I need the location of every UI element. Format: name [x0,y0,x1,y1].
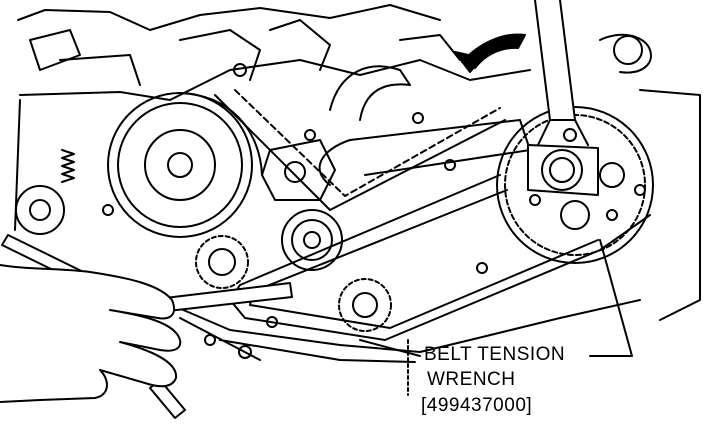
rotation-arrow-head [454,51,483,73]
callout-line-1: BELT TENSION [424,344,566,365]
timing-belt [214,89,651,341]
tensioner-spring [61,149,75,183]
callout-leader [359,239,633,396]
callout-part-number: [499437000] [421,395,533,416]
tension-wrench [527,0,599,196]
callout-line-2: WRENCH [427,369,516,390]
idler-pulley [281,209,343,271]
water-pump [261,139,336,201]
oil-pump-sprocket [338,278,392,332]
lower-casting [159,299,641,363]
hand [0,264,182,403]
left-idler-pulley [15,185,65,235]
crank-sprocket [195,235,249,289]
crank-pulley [107,92,263,238]
